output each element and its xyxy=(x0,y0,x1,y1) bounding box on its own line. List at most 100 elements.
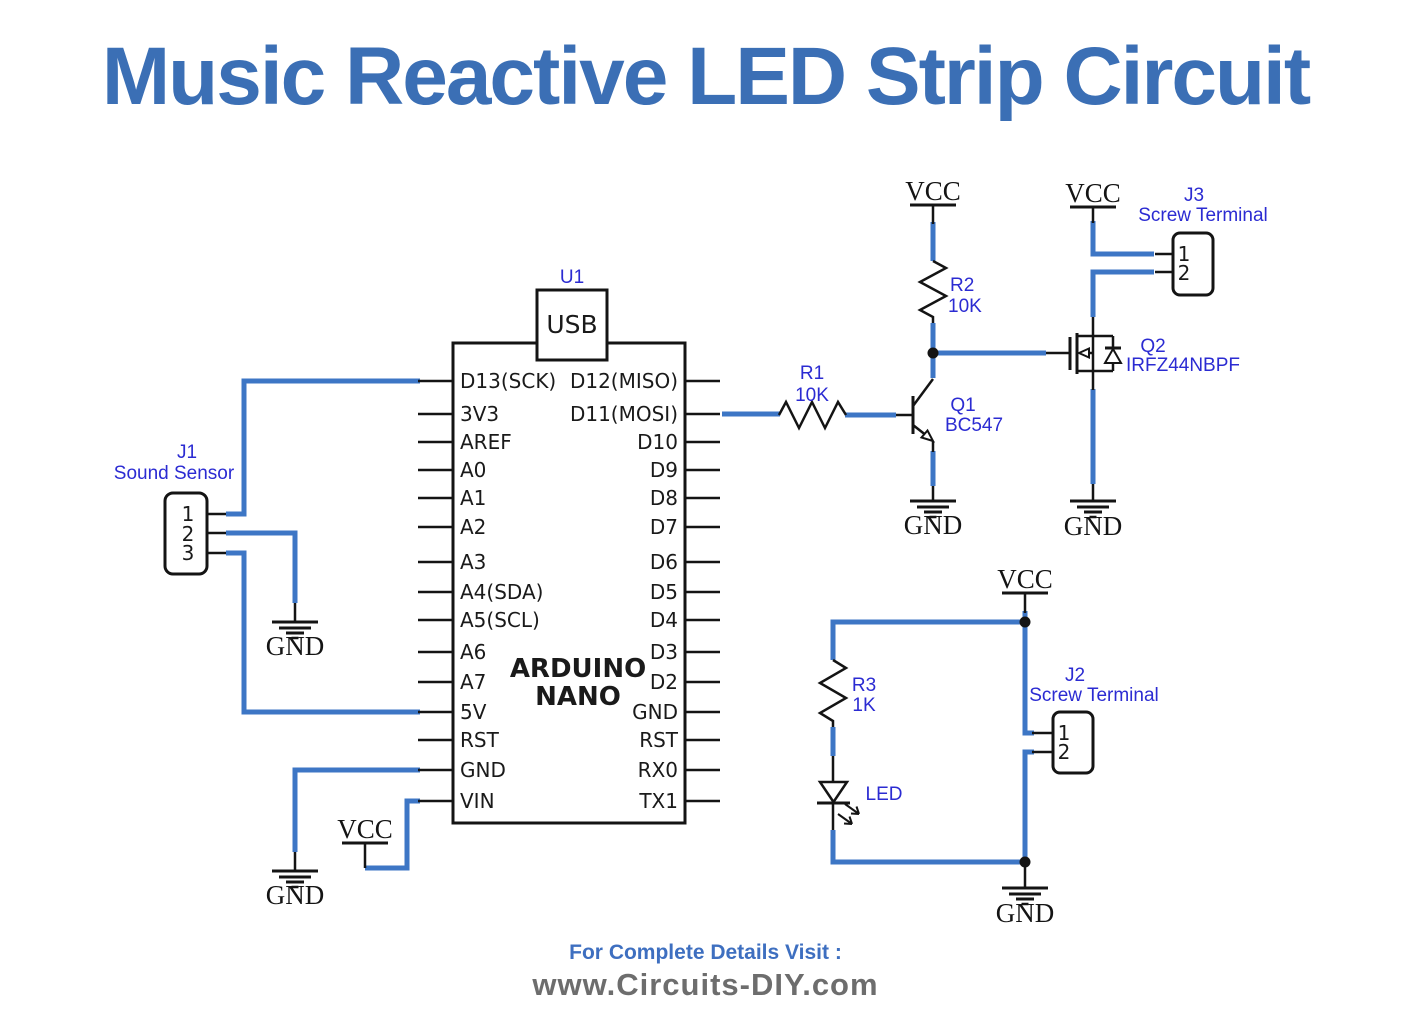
r2-ref: R2 xyxy=(950,275,974,296)
wire-j3pin2-to-q2drain xyxy=(1090,269,1154,317)
svg-text:D5: D5 xyxy=(650,580,678,604)
gnd-symbol-q2: GND xyxy=(1064,484,1123,541)
r2-zigzag xyxy=(917,259,949,323)
svg-text:D6: D6 xyxy=(650,550,678,574)
j3-body xyxy=(1171,231,1215,297)
r3-value: 1K xyxy=(852,695,876,716)
vcc-symbol-r2: VCC xyxy=(905,176,961,224)
svg-text:VCC: VCC xyxy=(997,564,1053,594)
svg-text:AREF: AREF xyxy=(460,430,512,454)
mosfet-q2: Q2 IRFZ44NBPF xyxy=(1046,317,1240,390)
r3-zigzag xyxy=(817,658,849,727)
svg-text:D4: D4 xyxy=(650,608,678,632)
resistor-r3: R3 1K xyxy=(817,658,876,727)
svg-text:A2: A2 xyxy=(460,515,486,539)
svg-text:A7: A7 xyxy=(460,670,486,694)
svg-text:3V3: 3V3 xyxy=(460,402,499,426)
j3-name: Screw Terminal xyxy=(1138,205,1268,226)
svg-text:1: 1 xyxy=(1058,721,1071,745)
wire-j1pin1-to-d13 xyxy=(226,378,420,517)
svg-text:D12(MISO): D12(MISO) xyxy=(570,369,678,393)
wire-vcc-to-j2pin1 xyxy=(1022,611,1034,736)
svg-text:VCC: VCC xyxy=(1065,178,1121,208)
svg-text:D9: D9 xyxy=(650,458,678,482)
q2-channel-arrow xyxy=(1076,346,1090,360)
wire-junction-to-r3 xyxy=(830,619,1025,660)
svg-text:1: 1 xyxy=(1178,242,1191,266)
svg-text:GND: GND xyxy=(632,700,678,724)
arduino-pin-stubs xyxy=(418,379,720,803)
led-label: LED xyxy=(866,784,903,805)
resistor-r2: R2 10K xyxy=(917,259,982,323)
gnd-symbol-j1: GND xyxy=(266,603,325,661)
svg-text:D10: D10 xyxy=(637,430,678,454)
svg-text:GND: GND xyxy=(1064,511,1123,541)
wire-j2pin2-to-gnd xyxy=(1022,749,1034,862)
q1-ref: Q1 xyxy=(950,395,975,416)
arduino-ref: U1 xyxy=(560,267,584,288)
svg-text:RST: RST xyxy=(639,728,679,752)
j3-pin-stubs xyxy=(1155,252,1173,274)
wires xyxy=(226,221,1154,871)
svg-text:GND: GND xyxy=(460,758,506,782)
wire-led-to-gnd xyxy=(830,830,1025,865)
svg-text:A4(SDA): A4(SDA) xyxy=(460,580,543,604)
wire-j1pin2-to-gnd xyxy=(226,530,298,603)
resistor-r1: R1 10K xyxy=(777,363,913,431)
svg-text:A0: A0 xyxy=(460,458,486,482)
svg-text:2: 2 xyxy=(1058,740,1071,764)
usb-label: USB xyxy=(546,310,597,339)
q2-value: IRFZ44NBPF xyxy=(1126,355,1240,376)
svg-text:A1: A1 xyxy=(460,486,486,510)
vcc-symbol-j3: VCC xyxy=(1065,178,1121,223)
gnd-symbol-q1: GND xyxy=(904,499,963,540)
sound-sensor-j1: J1 Sound Sensor 1 2 3 xyxy=(114,442,235,576)
r1-ref: R1 xyxy=(800,363,824,384)
arduino-name-line2: NANO xyxy=(535,682,621,712)
footer-line2: www.Circuits-DIY.com xyxy=(532,967,879,1002)
r2-value: 10K xyxy=(948,296,982,317)
arduino-nano: U1 USB ARDUINO NANO xyxy=(418,267,720,825)
svg-text:1: 1 xyxy=(182,502,195,526)
screw-terminal-j3: J3 Screw Terminal 1 2 xyxy=(1138,185,1268,297)
j1-name: Sound Sensor xyxy=(114,463,235,484)
svg-text:D7: D7 xyxy=(650,515,678,539)
footer: For Complete Details Visit : www.Circuit… xyxy=(0,941,1411,1003)
j2-name: Screw Terminal xyxy=(1029,685,1159,706)
svg-text:A5(SCL): A5(SCL) xyxy=(460,608,540,632)
vcc-symbol-j2: VCC xyxy=(997,564,1053,613)
j2-pin-stubs xyxy=(1032,731,1053,754)
svg-text:D13(SCK): D13(SCK) xyxy=(460,369,556,393)
arduino-body xyxy=(451,341,687,825)
svg-text:GND: GND xyxy=(996,898,1055,928)
svg-text:GND: GND xyxy=(904,510,963,540)
svg-text:GND: GND xyxy=(266,880,325,910)
j2-body xyxy=(1051,710,1095,775)
led-emission-arrows xyxy=(837,803,860,825)
arduino-name-line1: ARDUINO xyxy=(510,654,646,684)
transistor-q1: Q1 BC547 xyxy=(911,378,1003,501)
svg-text:A6: A6 xyxy=(460,640,486,664)
svg-text:3: 3 xyxy=(182,541,195,565)
svg-text:D3: D3 xyxy=(650,640,678,664)
svg-text:GND: GND xyxy=(266,631,325,661)
vcc-symbol-vin: VCC xyxy=(337,814,393,868)
j1-pin-stubs xyxy=(207,512,226,555)
r1-zigzag xyxy=(777,399,848,431)
svg-text:2: 2 xyxy=(1178,261,1191,285)
svg-text:D11(MOSI): D11(MOSI) xyxy=(570,402,678,426)
usb-connector xyxy=(535,288,609,362)
svg-text:D2: D2 xyxy=(650,670,678,694)
j1-ref: J1 xyxy=(177,442,197,463)
gnd-symbol-bottom-left: GND xyxy=(266,852,325,910)
r3-ref: R3 xyxy=(852,675,876,696)
wire-vcc-to-j3pin1 xyxy=(1090,221,1154,257)
wire-j1pin3-to-5v xyxy=(226,550,420,715)
j3-ref: J3 xyxy=(1184,185,1204,206)
led-d1: LED xyxy=(817,756,902,830)
svg-text:A3: A3 xyxy=(460,550,486,574)
svg-text:VCC: VCC xyxy=(337,814,393,844)
svg-text:D8: D8 xyxy=(650,486,678,510)
